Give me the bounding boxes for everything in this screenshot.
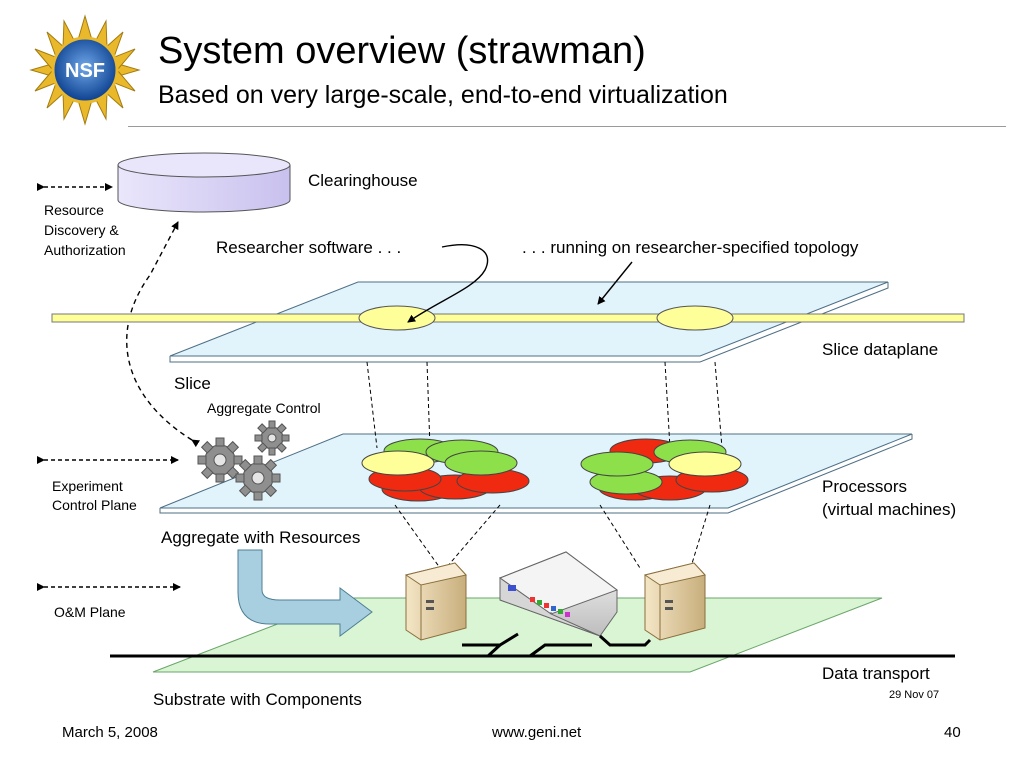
nsf-logo-lettering: NSF — [65, 60, 105, 82]
server-tower-left-icon — [404, 562, 467, 641]
server-tower-right-icon — [643, 562, 706, 641]
slice-node-left — [358, 305, 436, 331]
nsf-logo: NSF — [29, 14, 141, 126]
footer-url[interactable]: www.geni.net — [492, 724, 582, 741]
virtual-machines-label: (virtual machines) — [822, 500, 957, 519]
vm-cluster-left — [361, 438, 530, 502]
clearinghouse-label: Clearinghouse — [308, 171, 418, 190]
topology-arrow — [597, 261, 633, 305]
clearinghouse-cylinder — [117, 152, 291, 213]
substrate-label: Substrate with Components — [153, 690, 362, 709]
experiment-control-label-line2: Control Plane — [52, 497, 137, 513]
experiment-control-label-line1: Experiment — [52, 478, 123, 494]
resource-discovery-label-line1: Resource — [44, 202, 104, 218]
slice-dataplane-label: Slice dataplane — [822, 340, 939, 359]
resource-discovery-label-line2: Discovery & — [44, 222, 119, 238]
processors-label: Processors — [822, 477, 908, 496]
title-divider — [128, 126, 1006, 127]
vm-cluster-right — [580, 438, 749, 501]
data-transport-label: Data transport — [822, 664, 930, 683]
topology-label: . . . running on researcher-specified to… — [522, 238, 859, 257]
aggregate-to-substrate-arrow — [237, 549, 373, 637]
slice-node-right — [656, 305, 734, 331]
slice-dataplane-bar — [51, 313, 965, 323]
aggregate-with-resources-label: Aggregate with Resources — [161, 528, 361, 547]
footer-date: March 5, 2008 — [62, 724, 158, 741]
resource-discovery-label-line3: Authorization — [44, 242, 126, 258]
date-note: 29 Nov 07 — [889, 689, 940, 701]
slide-subtitle: Based on very large-scale, end-to-end vi… — [158, 81, 728, 109]
aggregate-control-label: Aggregate Control — [207, 400, 321, 416]
slide-title: System overview (strawman) — [158, 30, 646, 72]
aggregate-control-gears-icon — [197, 420, 290, 501]
page-number: 40 — [944, 724, 961, 741]
researcher-software-label: Researcher software . . . — [216, 238, 402, 257]
slice-label: Slice — [174, 374, 211, 393]
researcher-software-arrow — [407, 244, 489, 323]
control-to-clearinghouse-arrow — [126, 221, 201, 448]
om-plane-label: O&M Plane — [54, 604, 126, 620]
